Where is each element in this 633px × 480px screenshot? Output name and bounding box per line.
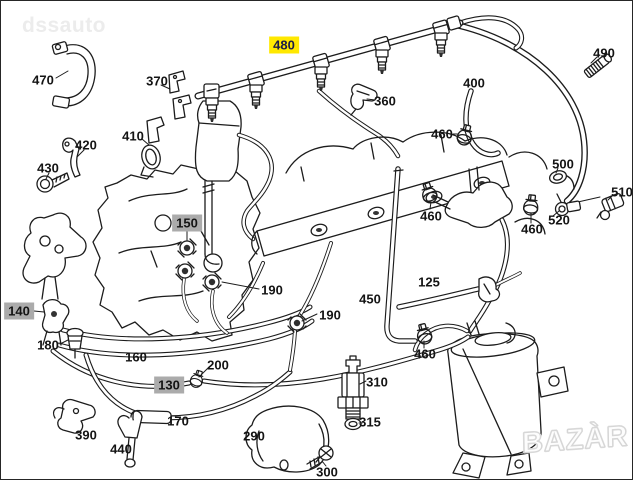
part-label-510[interactable]: 510 (611, 184, 633, 200)
engine-top-details (285, 131, 575, 235)
part-label-490[interactable]: 490 (593, 45, 615, 61)
part-label-460-3[interactable]: 460 (521, 221, 543, 237)
part-label-315[interactable]: 315 (359, 414, 381, 430)
fitting-180 (66, 327, 84, 359)
part-label-370[interactable]: 370 (146, 73, 168, 89)
fitting-520 (554, 193, 601, 217)
hose-rail-to-engine (316, 88, 401, 159)
clip-390 (52, 398, 96, 434)
part-label-400[interactable]: 400 (463, 75, 485, 91)
part-label-390[interactable]: 390 (75, 427, 97, 443)
part-label-190[interactable]: 190 (261, 282, 283, 298)
part-label-430[interactable]: 430 (37, 160, 59, 176)
part-label-420[interactable]: 420 (75, 137, 97, 153)
part-label-460-4[interactable]: 460 (414, 346, 436, 362)
thermostat-housing (22, 212, 87, 300)
part-label-140[interactable]: 140 (4, 302, 34, 320)
brackets-410 (140, 116, 165, 178)
leader-lines (33, 56, 614, 467)
canister (412, 320, 569, 479)
rail-component (194, 100, 274, 265)
bolt-300 (306, 445, 334, 470)
watermark-dssauto: dssauto (22, 14, 107, 37)
part-label-290[interactable]: 290 (243, 428, 265, 444)
valve-510 (596, 193, 625, 221)
part-label-520[interactable]: 520 (548, 212, 570, 228)
part-label-130[interactable]: 130 (154, 376, 184, 394)
part-label-360[interactable]: 360 (374, 93, 396, 109)
engine-block (92, 162, 261, 342)
valve-140 (41, 298, 70, 346)
fuel-rail-480 (194, 15, 464, 123)
hose-400 (463, 88, 501, 158)
stud-490 (583, 53, 613, 78)
bolt-430 (36, 172, 70, 193)
part-label-440[interactable]: 440 (110, 441, 132, 457)
part-label-450[interactable]: 450 (359, 291, 381, 307)
part-label-500[interactable]: 500 (552, 156, 574, 172)
part-label-180[interactable]: 180 (37, 337, 59, 353)
part-label-310[interactable]: 310 (366, 374, 388, 390)
part-label-460[interactable]: 460 (431, 126, 453, 142)
seal-315 (344, 417, 362, 431)
brackets-370 (168, 70, 192, 120)
clip-360 (350, 83, 378, 116)
part-label-160[interactable]: 160 (125, 349, 147, 365)
fuel-distributor (251, 160, 510, 257)
clamp-470 (51, 41, 96, 109)
part-label-170[interactable]: 170 (167, 413, 189, 429)
part-label-410[interactable]: 410 (122, 128, 144, 144)
part-label-460-2[interactable]: 460 (420, 208, 442, 224)
part-label-150[interactable]: 150 (172, 214, 202, 232)
part-label-300[interactable]: 300 (316, 464, 338, 480)
part-label-470[interactable]: 470 (32, 72, 54, 88)
cover-290 (245, 405, 330, 473)
part-label-190-2[interactable]: 190 (319, 307, 341, 323)
part-label-200[interactable]: 200 (207, 357, 229, 373)
part-label-480[interactable]: 480 (269, 36, 299, 54)
hook-420 (62, 137, 81, 178)
clip-440 (117, 410, 143, 468)
hose-loop-supply (448, 15, 588, 205)
hoses-bottom (50, 166, 522, 425)
part-label-125[interactable]: 125 (418, 274, 440, 290)
sensor-310 (337, 355, 369, 420)
